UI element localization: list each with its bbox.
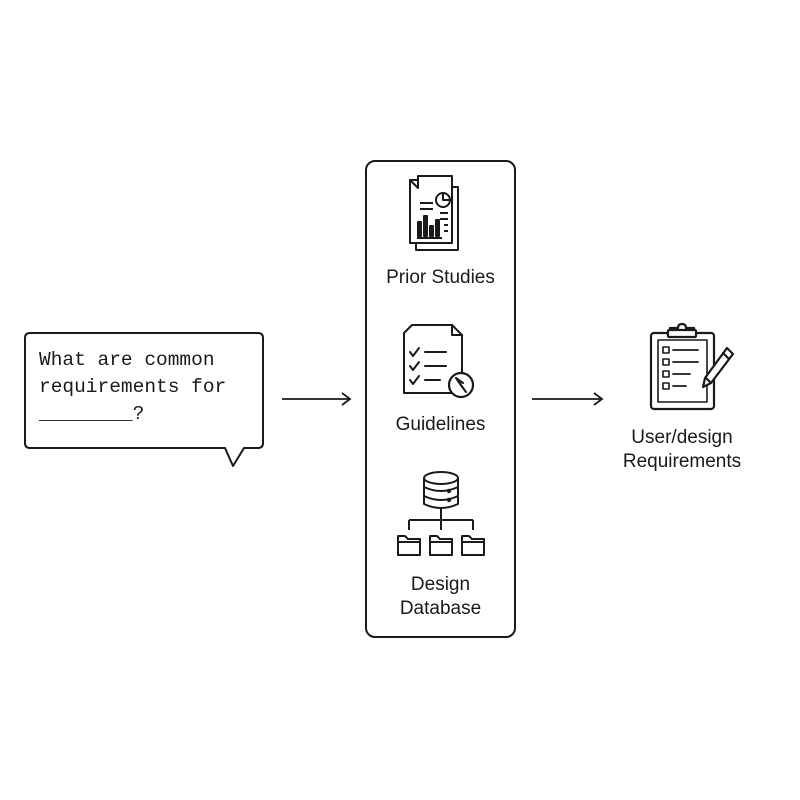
- query-line-3: ________?: [39, 403, 145, 425]
- design-database-label: Design Database: [366, 573, 515, 621]
- output-label: User/design Requirements: [612, 426, 752, 474]
- prior-studies-text: Prior Studies: [386, 267, 495, 288]
- prior-studies-label: Prior Studies: [366, 266, 515, 290]
- output-line-2: Requirements: [622, 451, 742, 472]
- output-line-1: User/design: [631, 427, 733, 448]
- guidelines-label: Guidelines: [366, 413, 515, 437]
- arrow-query-to-sources: [282, 392, 352, 406]
- guidelines-text: Guidelines: [395, 414, 486, 435]
- query-text: What are common requirements for ________?: [39, 347, 269, 428]
- query-line-1: What are common: [39, 349, 215, 371]
- design-database-line-2: Database: [399, 598, 482, 619]
- database-tree-icon: [397, 471, 485, 556]
- arrow-sources-to-output: [532, 392, 604, 406]
- query-line-2: requirements for: [39, 376, 227, 398]
- speech-bubble: [24, 332, 264, 467]
- sources-panel: [365, 160, 516, 638]
- checklist-compass-icon: [403, 324, 475, 399]
- design-database-line-1: Design: [410, 574, 471, 595]
- report-document-icon: [409, 175, 459, 251]
- clipboard-pencil-icon: [649, 322, 735, 411]
